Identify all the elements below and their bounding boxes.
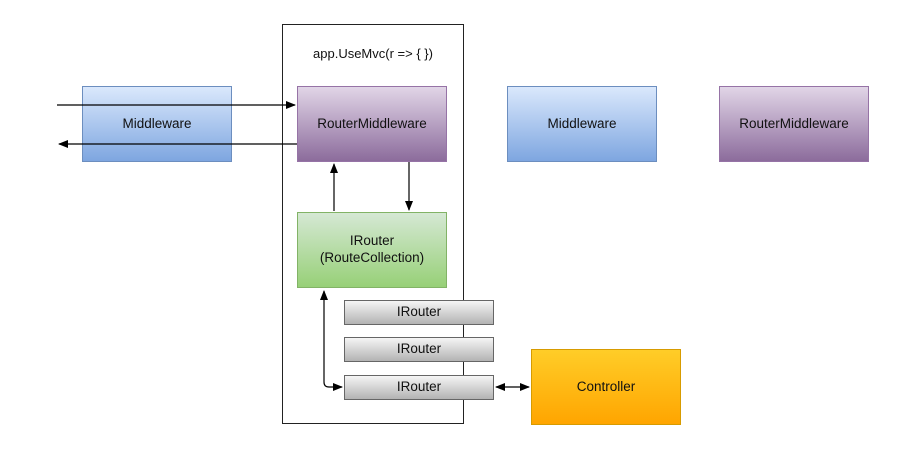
- irouter-label-2: IRouter: [396, 341, 442, 357]
- route-collection-label-line1: IRouter: [349, 233, 395, 249]
- middleware-right-node: Middleware: [507, 86, 657, 162]
- irouter-node-3: IRouter: [344, 375, 494, 400]
- usemvc-container-title: app.UseMvc(r => { }): [313, 46, 433, 61]
- controller-label: Controller: [576, 378, 636, 394]
- router-middleware-right-label: RouterMiddleware: [739, 115, 849, 131]
- router-middleware-inner-node: RouterMiddleware: [297, 86, 447, 162]
- irouter-node-2: IRouter: [344, 337, 494, 362]
- router-middleware-inner-label: RouterMiddleware: [317, 115, 427, 131]
- middleware-left-node: Middleware: [82, 86, 232, 162]
- middleware-left-label: Middleware: [122, 115, 192, 131]
- middleware-right-label: Middleware: [547, 115, 617, 131]
- route-collection-node: IRouter (RouteCollection): [297, 212, 447, 288]
- route-collection-label-line2: (RouteCollection): [319, 250, 425, 265]
- irouter-label-1: IRouter: [396, 304, 442, 320]
- irouter-label-3: IRouter: [396, 379, 442, 395]
- irouter-node-1: IRouter: [344, 300, 494, 325]
- controller-node: Controller: [531, 349, 681, 425]
- router-middleware-right-node: RouterMiddleware: [719, 86, 869, 162]
